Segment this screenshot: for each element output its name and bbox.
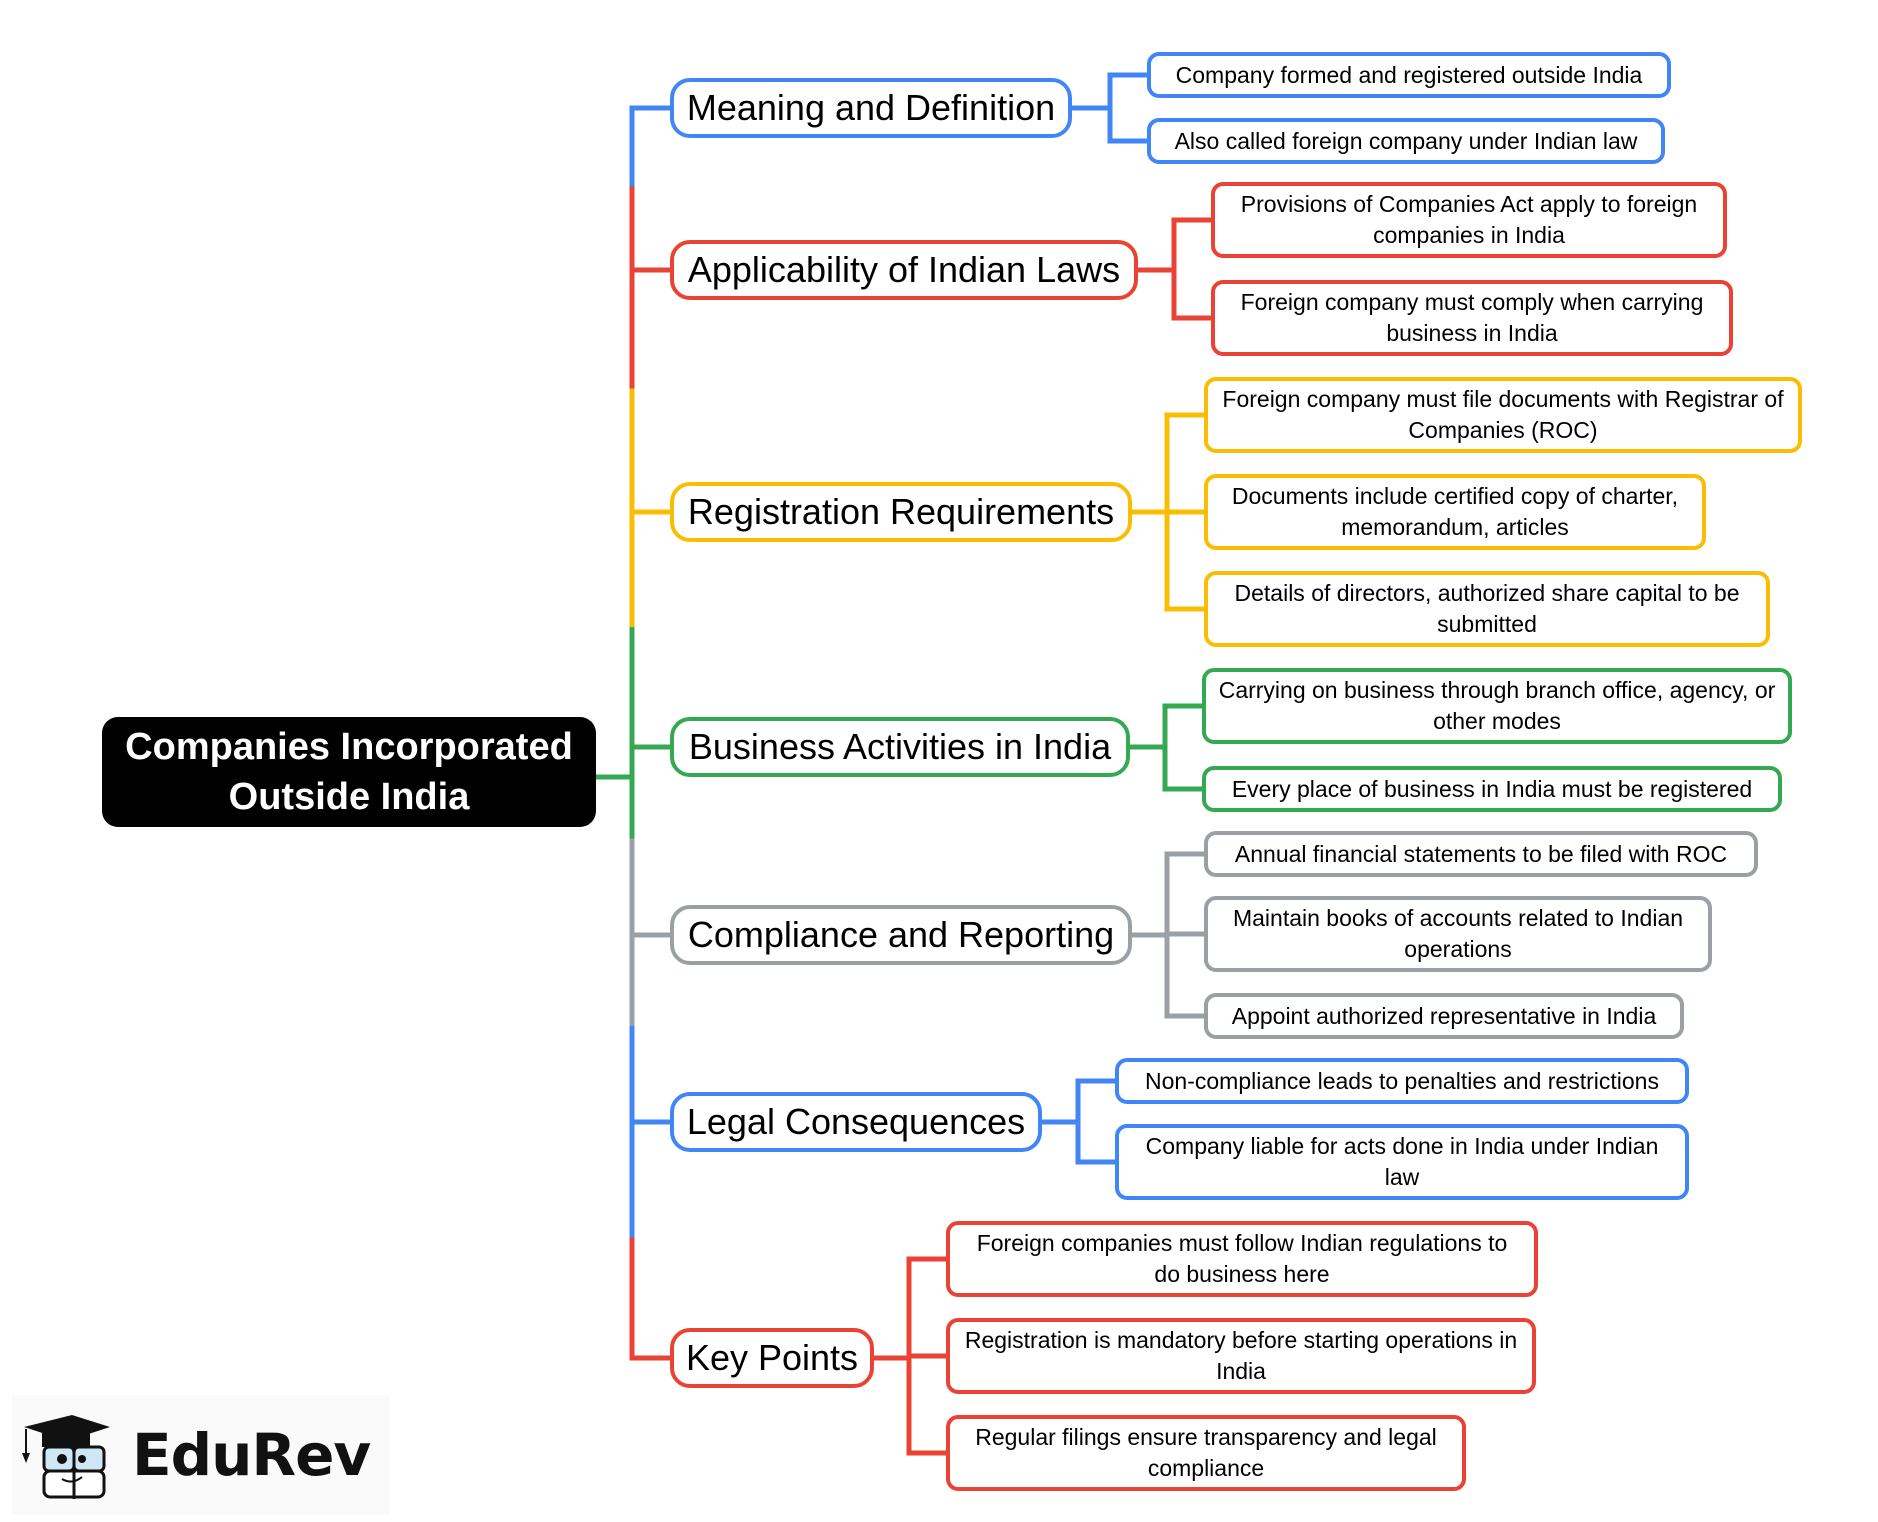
graduation-cap-book-mascot-icon — [22, 1415, 110, 1499]
leaf-node[interactable]: Foreign companies must follow Indian reg… — [946, 1221, 1538, 1297]
leaf-node[interactable]: Also called foreign company under Indian… — [1147, 118, 1665, 164]
leaf-text: Also called foreign company under Indian… — [1174, 127, 1638, 154]
branch-label: Applicability of Indian Laws — [687, 249, 1121, 290]
leaf-text: Company formed and registered outside In… — [1175, 61, 1643, 88]
leaf-text: Carrying on business through branch offi… — [1218, 677, 1776, 734]
leaf-text: Regular filings ensure transparency and … — [975, 1424, 1437, 1481]
leaf-node[interactable]: Annual financial statements to be filed … — [1204, 831, 1758, 877]
leaf-node[interactable]: Non-compliance leads to penalties and re… — [1115, 1058, 1689, 1104]
leaf-node[interactable]: Registration is mandatory before startin… — [946, 1318, 1536, 1394]
leaf-node[interactable]: Company formed and registered outside In… — [1147, 52, 1671, 98]
leaf-node[interactable]: Regular filings ensure transparency and … — [946, 1415, 1466, 1491]
branch-label: Key Points — [685, 1337, 859, 1378]
branch-node[interactable]: Meaning and Definition — [670, 78, 1072, 138]
leaf-node[interactable]: Foreign company must file documents with… — [1204, 377, 1802, 453]
logo-text: EduRev — [132, 1421, 371, 1489]
branch-label: Meaning and Definition — [686, 87, 1056, 128]
branch-node[interactable]: Compliance and Reporting — [670, 905, 1132, 965]
leaf-text: Foreign company must file documents with… — [1222, 386, 1784, 443]
branch-node[interactable]: Key Points — [670, 1328, 874, 1388]
leaf-text: Foreign companies must follow Indian reg… — [976, 1230, 1508, 1287]
edurev-logo: EduRev — [12, 1395, 390, 1515]
root-node[interactable]: Companies Incorporated Outside India — [102, 717, 596, 827]
leaf-node[interactable]: Provisions of Companies Act apply to for… — [1211, 182, 1727, 258]
leaf-node[interactable]: Foreign company must comply when carryin… — [1211, 280, 1733, 356]
branch-node[interactable]: Legal Consequences — [670, 1092, 1042, 1152]
leaf-node[interactable]: Appoint authorized representative in Ind… — [1204, 993, 1684, 1039]
leaf-text: Appoint authorized representative in Ind… — [1231, 1002, 1657, 1029]
leaf-text: Documents include certified copy of char… — [1231, 483, 1679, 540]
leaf-node[interactable]: Maintain books of accounts related to In… — [1204, 896, 1712, 972]
branch-label: Legal Consequences — [686, 1101, 1026, 1142]
branch-node[interactable]: Business Activities in India — [670, 717, 1130, 777]
leaf-node[interactable]: Details of directors, authorized share c… — [1204, 571, 1770, 647]
leaf-text: Foreign company must comply when carryin… — [1240, 289, 1704, 346]
leaf-node[interactable]: Documents include certified copy of char… — [1204, 474, 1706, 550]
leaf-text: Every place of business in India must be… — [1231, 775, 1753, 802]
leaf-text: Maintain books of accounts related to In… — [1232, 905, 1684, 962]
leaf-node[interactable]: Carrying on business through branch offi… — [1202, 668, 1792, 744]
branch-label: Compliance and Reporting — [687, 914, 1115, 955]
root-title: Companies Incorporated Outside India — [125, 726, 573, 818]
leaf-text: Annual financial statements to be filed … — [1234, 840, 1728, 867]
branch-node[interactable]: Applicability of Indian Laws — [670, 240, 1138, 300]
branch-label: Business Activities in India — [688, 726, 1112, 767]
leaf-text: Details of directors, authorized share c… — [1234, 580, 1740, 637]
leaf-text: Provisions of Companies Act apply to for… — [1240, 191, 1698, 248]
branch-node[interactable]: Registration Requirements — [670, 482, 1132, 542]
branch-label: Registration Requirements — [687, 491, 1115, 532]
leaf-text: Company liable for acts done in India un… — [1145, 1133, 1659, 1190]
leaf-text: Registration is mandatory before startin… — [964, 1327, 1518, 1384]
leaf-node[interactable]: Company liable for acts done in India un… — [1115, 1124, 1689, 1200]
leaf-text: Non-compliance leads to penalties and re… — [1145, 1067, 1659, 1094]
leaf-node[interactable]: Every place of business in India must be… — [1202, 766, 1782, 812]
